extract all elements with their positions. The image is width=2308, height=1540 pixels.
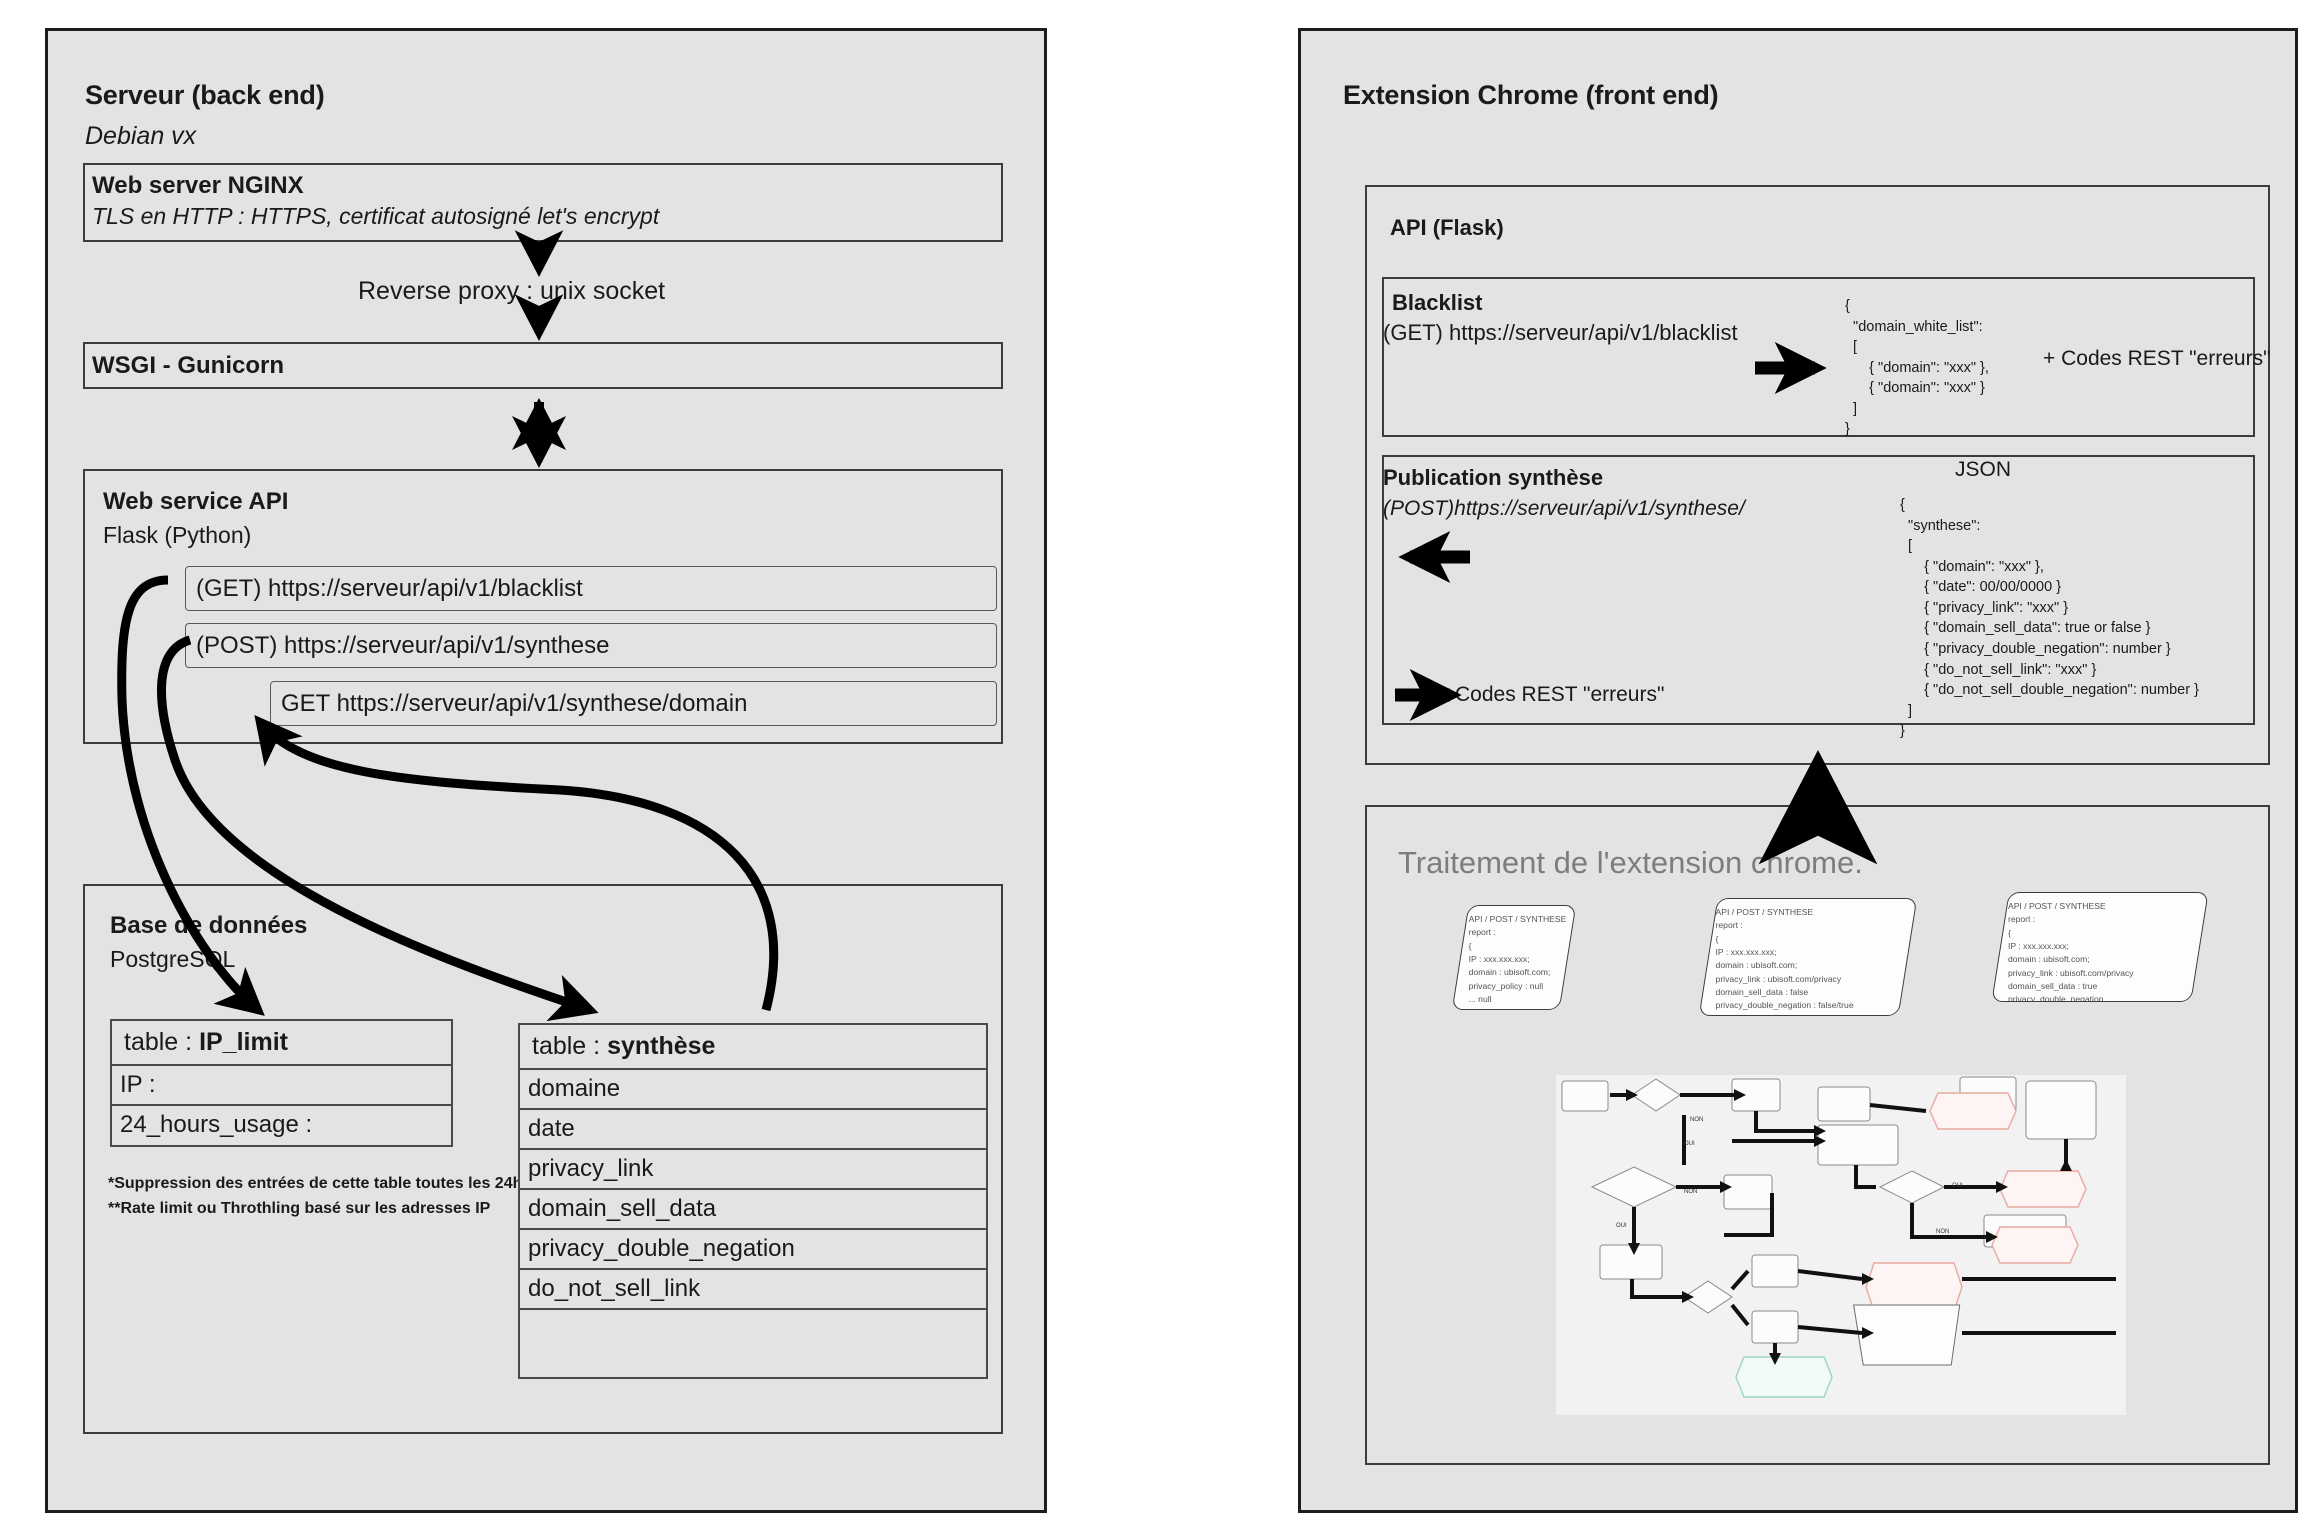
svg-text:NON: NON xyxy=(1684,1189,1697,1195)
wsgi-title: WSGI - Gunicorn xyxy=(92,352,284,379)
publication-title: Publication synthèse xyxy=(1383,465,1604,490)
svg-text:OUI: OUI xyxy=(1616,1223,1627,1229)
endpoint-post-synthese[interactable]: (POST) https://serveur/api/v1/synthese xyxy=(185,623,997,668)
server-panel-subtitle: Debian vx xyxy=(85,122,197,150)
footnote-1: *Suppression des entrées de cette table … xyxy=(108,1175,523,1192)
wsgi-box xyxy=(83,342,1003,389)
blacklist-endpoint: (GET) https://serveur/api/v1/blacklist xyxy=(1383,320,1738,345)
svg-text:OUI: OUI xyxy=(1952,1183,1963,1189)
blacklist-json: { "domain_white_list": [ { "domain": "xx… xyxy=(1845,298,1989,438)
report-card-2-text: API / POST / SYNTHESE report : { IP : xx… xyxy=(1715,907,1854,1016)
table-ip-limit-header: table : IP_limit xyxy=(112,1021,451,1066)
api-flask-title: API (Flask) xyxy=(1390,215,1504,240)
table-synthese-header-prefix: table : xyxy=(532,1032,608,1060)
endpoint-get-synthese-domain[interactable]: GET https://serveur/api/v1/synthese/doma… xyxy=(270,681,997,726)
svg-text:OUI: OUI xyxy=(1684,1141,1695,1147)
table-ip-limit-header-prefix: table : xyxy=(124,1028,200,1056)
table-synthese-header-name: synthèse xyxy=(607,1032,716,1060)
database-subtitle: PostgreSQL xyxy=(110,946,236,972)
publication-json-label: JSON xyxy=(1955,458,2012,481)
reverse-proxy-label: Reverse proxy : unix socket xyxy=(358,277,666,305)
extension-panel-title: Extension Chrome (front end) xyxy=(1343,80,1719,110)
report-card-3: API / POST / SYNTHESE report : { IP : xx… xyxy=(1991,892,2209,1002)
flowchart-thumbnail: NON OUI NON OUI OUI NON xyxy=(1556,1075,2126,1415)
table-row: domaine xyxy=(520,1070,986,1110)
table-row: 24_hours_usage : xyxy=(120,1111,313,1138)
nginx-title: Web server NGINX xyxy=(92,172,304,199)
api-title: Web service API xyxy=(103,488,289,515)
treatment-title: Traitement de l'extension chrome. xyxy=(1398,845,1863,880)
svg-text:NON: NON xyxy=(1936,1229,1949,1235)
report-card-2: API / POST / SYNTHESE report : { IP : xx… xyxy=(1698,898,1918,1016)
database-footnotes: *Suppression des entrées de cette table … xyxy=(108,1172,522,1222)
table-row: privacy_link xyxy=(520,1150,986,1190)
report-card-3-text: API / POST / SYNTHESE report : { IP : xx… xyxy=(2007,901,2134,1002)
server-panel-title: Serveur (back end) xyxy=(85,80,325,110)
table-ip-limit: table : IP_limit IP : 24_hours_usage : xyxy=(110,1019,453,1147)
svg-text:NON: NON xyxy=(1690,1117,1703,1123)
blacklist-box xyxy=(1382,277,2255,437)
flowchart-thumbnail-svg: NON OUI NON OUI OUI NON xyxy=(1561,1076,2116,1398)
publication-endpoint: (POST)https://serveur/api/v1/synthese/ xyxy=(1383,497,1745,520)
table-row: domain_sell_data xyxy=(520,1190,986,1230)
table-synthese: table : synthèse domaine date privacy_li… xyxy=(518,1023,988,1379)
nginx-box xyxy=(83,163,1003,242)
publication-codes-rest: Codes REST "erreurs" xyxy=(1455,683,1665,706)
blacklist-title: Blacklist xyxy=(1392,290,1483,315)
table-row: IP : xyxy=(112,1066,451,1106)
report-card-1: API / POST / SYNTHESE report : { IP : xx… xyxy=(1451,905,1577,1010)
table-row-empty xyxy=(520,1310,986,1348)
table-synthese-header: table : synthèse xyxy=(520,1025,986,1070)
publication-synthese-box xyxy=(1382,455,2255,725)
report-card-1-text: API / POST / SYNTHESE report : { IP : xx… xyxy=(1468,914,1567,1010)
database-title: Base de données xyxy=(110,912,308,939)
endpoint-get-blacklist[interactable]: (GET) https://serveur/api/v1/blacklist xyxy=(185,566,997,611)
api-subtitle: Flask (Python) xyxy=(103,522,252,548)
table-ip-limit-header-name: IP_limit xyxy=(199,1028,288,1056)
table-row: do_not_sell_link xyxy=(520,1270,986,1310)
table-row: date xyxy=(520,1110,986,1150)
table-row: privacy_double_negation xyxy=(520,1230,986,1270)
nginx-description: TLS en HTTP : HTTPS, certificat autosign… xyxy=(92,203,660,229)
publication-json: { "synthese": [ { "domain": "xxx" }, { "… xyxy=(1900,497,2199,740)
blacklist-codes-rest: + Codes REST "erreurs" xyxy=(2043,347,2271,370)
footnote-2: **Rate limit ou Throthling basé sur les … xyxy=(108,1199,491,1217)
